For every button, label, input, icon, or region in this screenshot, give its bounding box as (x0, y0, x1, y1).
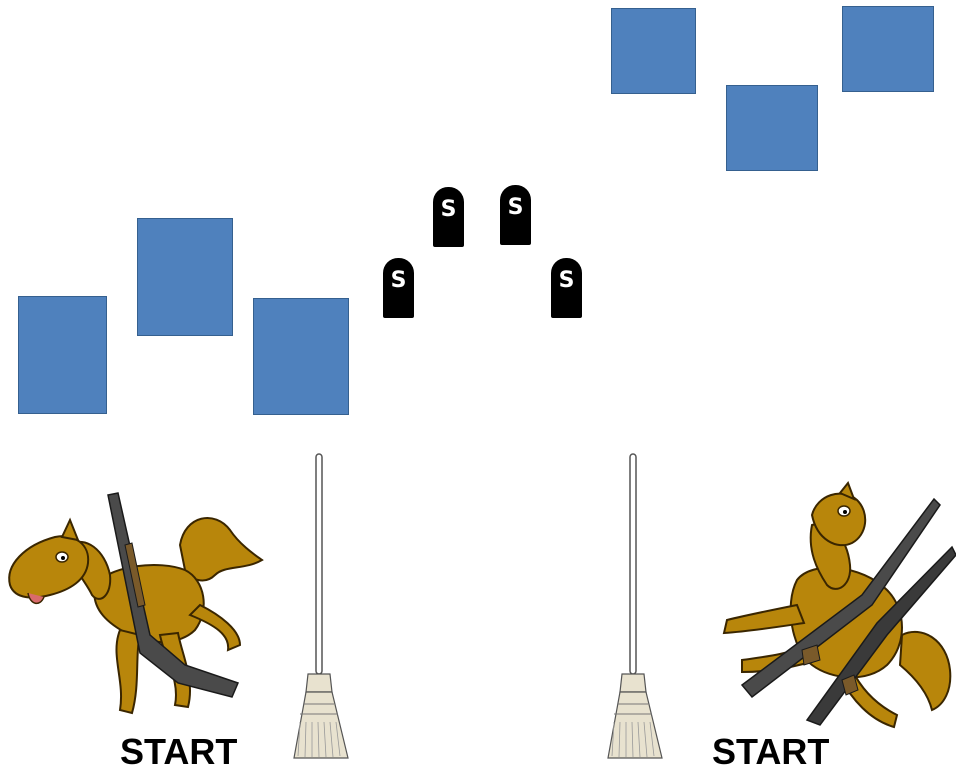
horse-with-rifle-icon (8, 492, 264, 715)
broom-icon (293, 453, 349, 759)
blue-box-left-1 (18, 296, 107, 414)
blue-box-top-right-1 (611, 8, 696, 94)
blue-box-left-3 (253, 298, 349, 415)
start-label-right: START (712, 731, 830, 772)
tombstone-icon: S (500, 185, 531, 245)
start-label-left: START (120, 731, 238, 772)
tombstone-icon: S (433, 187, 464, 247)
tombstone-label: S (558, 268, 575, 293)
tombstone-icon: S (551, 258, 582, 318)
broom-icon (607, 453, 663, 759)
blue-box-top-right-2 (726, 85, 818, 171)
tombstone-label: S (390, 268, 407, 293)
tombstone-label: S (507, 195, 524, 220)
blue-box-top-right-3 (842, 6, 934, 92)
blue-box-left-2 (137, 218, 233, 336)
tombstone-icon: S (383, 258, 414, 318)
tombstone-label: S (440, 197, 457, 222)
horse-with-rifles-icon (722, 481, 956, 729)
